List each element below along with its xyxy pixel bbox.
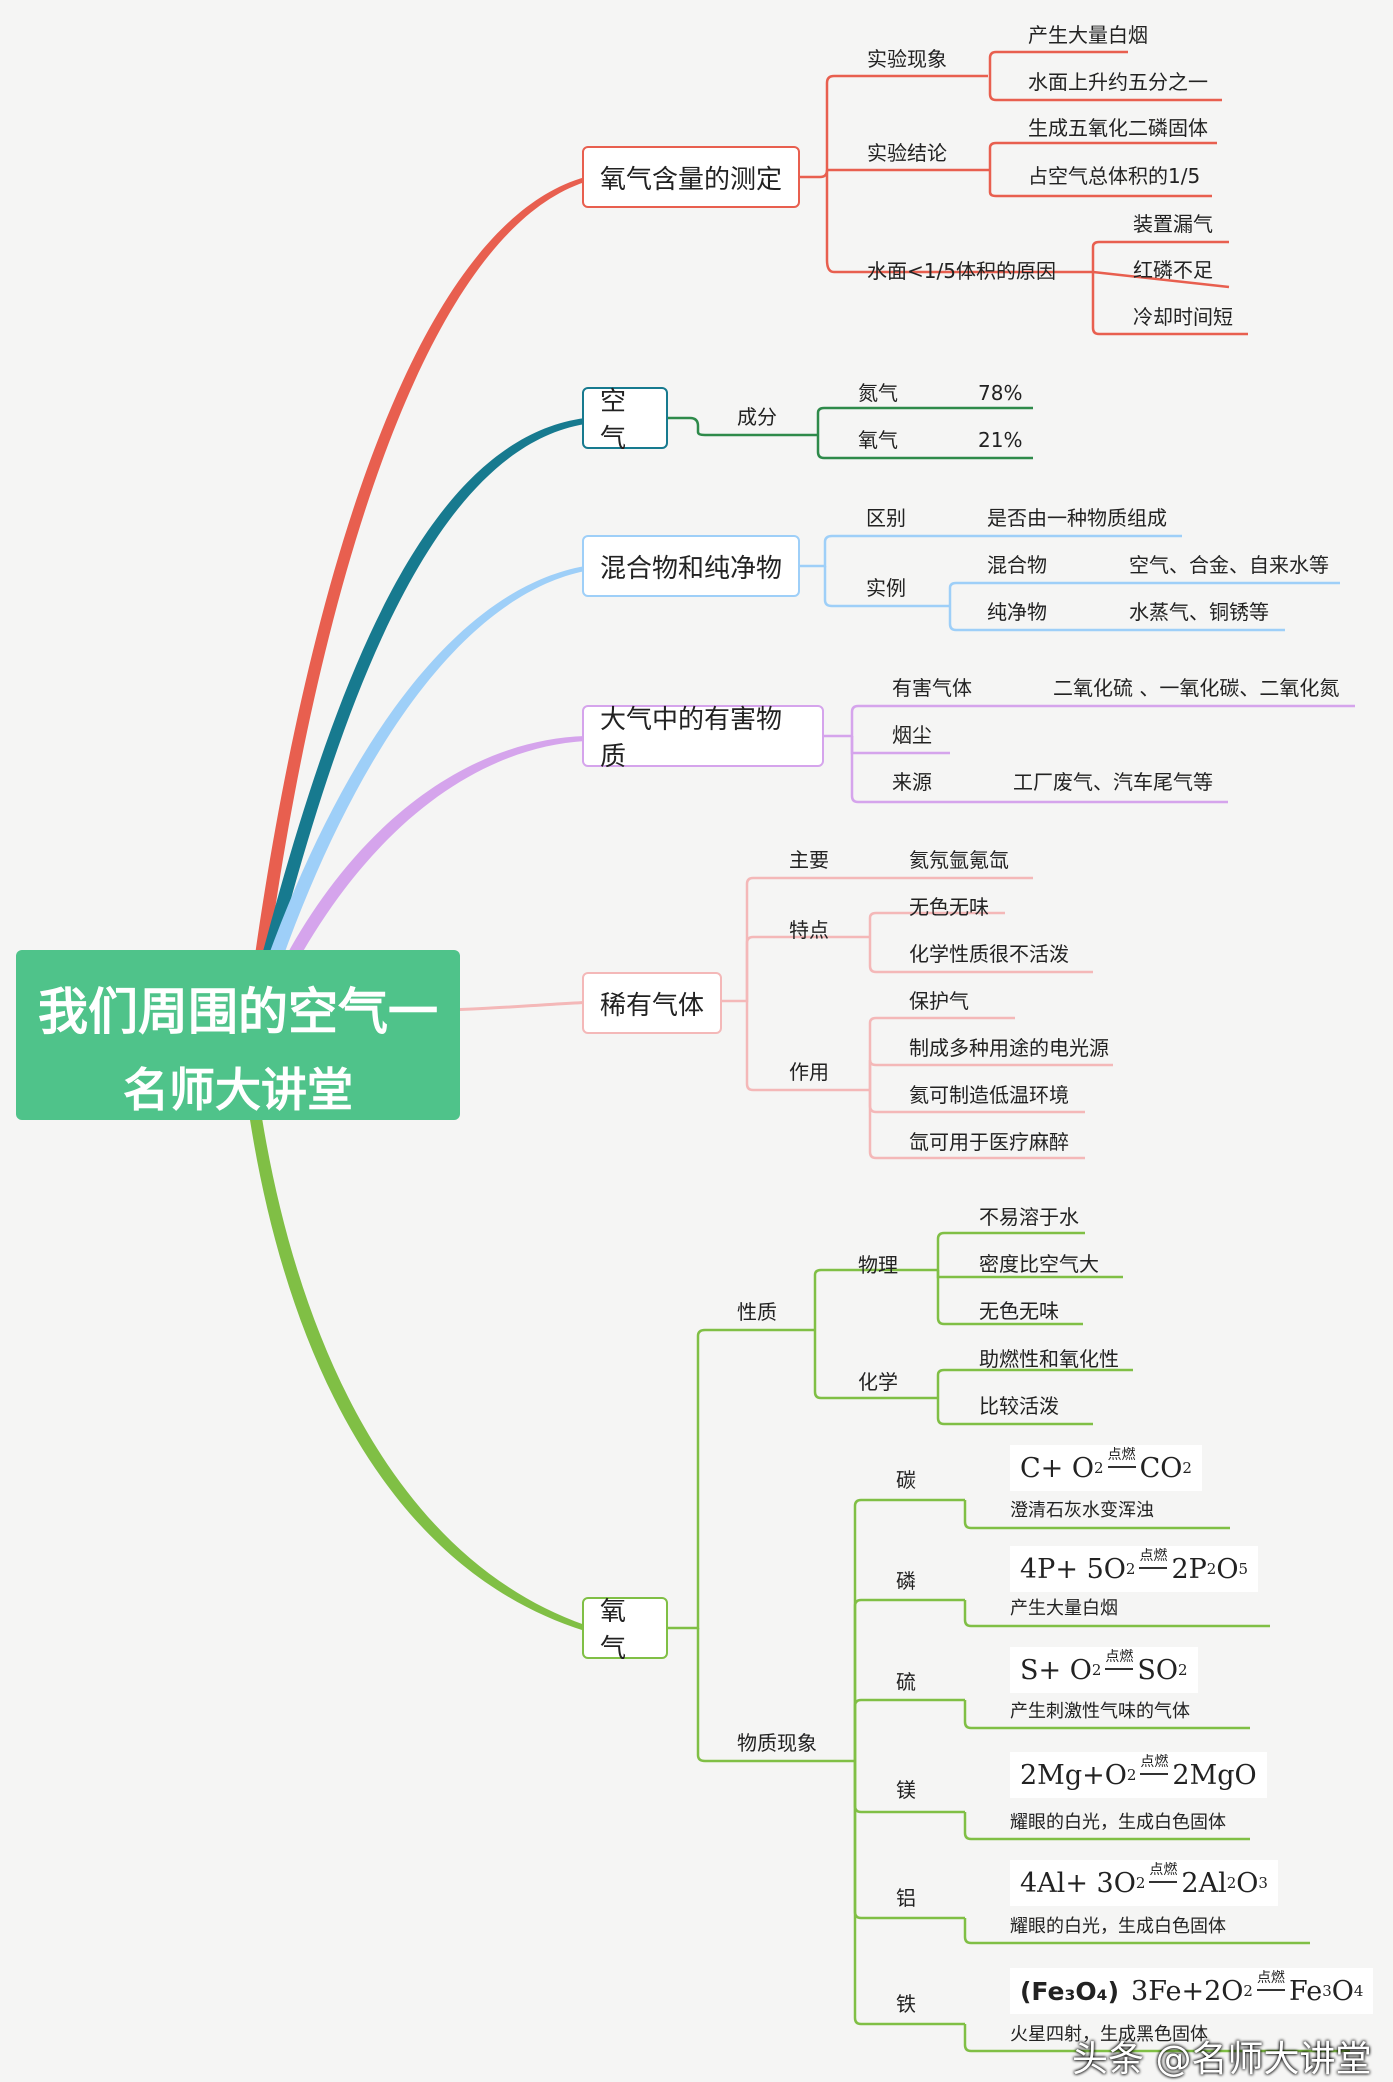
reaction-element-magnesium: 镁	[896, 1778, 916, 1802]
label-examples: 实例	[866, 576, 906, 600]
value-main: 氦氖氩氪氙	[909, 848, 1009, 872]
value-pure: 水蒸气、铜锈等	[1129, 600, 1269, 624]
topic-harmful[interactable]: 大气中的有害物质	[582, 705, 824, 772]
label-main: 主要	[789, 848, 829, 872]
value-difference: 是否由一种物质组成	[987, 506, 1167, 530]
value-mixture: 空气、合金、自来水等	[1129, 553, 1329, 577]
item-physical-1: 不易溶于水	[979, 1205, 1079, 1229]
topic-rare-gas-label: 稀有气体	[600, 990, 705, 1021]
note-magnesium: 耀眼的白光，生成白色固体	[1010, 1812, 1226, 1833]
branch-oxygen	[250, 1118, 585, 1631]
item-phenomena-2: 水面上升约五分之一	[1028, 70, 1208, 94]
root-topic[interactable]: 我们周围的空气一 名师大讲堂	[16, 950, 460, 1120]
branch-mixture	[268, 566, 585, 960]
note-sulfur: 产生刺激性气味的气体	[1010, 1701, 1190, 1722]
label-phenomena: 实验现象	[867, 47, 947, 71]
item-nitrogen-name: 氮气	[858, 381, 898, 405]
watermark: 头条 @名师大讲堂	[1072, 2039, 1372, 2080]
label-physical: 物理	[858, 1253, 898, 1277]
reaction-element-aluminum: 铝	[896, 1886, 916, 1910]
note-iron: 火星四射，生成黑色固体	[1010, 2024, 1208, 2045]
label-reasons: 水面<1/5体积的原因	[867, 259, 1056, 283]
topic-rare-gas[interactable]: 稀有气体	[582, 972, 722, 1034]
topic-oxygen-measure-label: 氧气含量的测定	[600, 164, 783, 195]
item-chemical-1: 助燃性和氧化性	[979, 1347, 1119, 1371]
branch-rare-gas	[460, 1001, 585, 1011]
label-chemical: 化学	[858, 1370, 898, 1394]
topic-mixture[interactable]: 混合物和纯净物	[582, 535, 800, 597]
item-oxygen-name: 氧气	[858, 428, 898, 452]
condition-label: 点燃	[1107, 1444, 1136, 1468]
item-use-1: 保护气	[909, 989, 969, 1013]
item-phenomena-1: 产生大量白烟	[1028, 23, 1148, 47]
item-reason-3: 冷却时间短	[1133, 305, 1233, 329]
reaction-element-iron: 铁	[896, 1992, 916, 2016]
item-nitrogen-value: 78%	[978, 381, 1023, 405]
label-properties: 性质	[737, 1300, 777, 1324]
label-source: 来源	[892, 770, 932, 794]
label-harmful-gas: 有害气体	[892, 676, 972, 700]
topic-mixture-label: 混合物和纯净物	[600, 553, 783, 584]
note-phosphorus: 产生大量白烟	[1010, 1598, 1118, 1619]
reaction-element-carbon: 碳	[896, 1468, 916, 1492]
value-harmful-gas: 二氧化硫 、一氧化碳、二氧化氮	[1053, 676, 1340, 700]
note-carbon: 澄清石灰水变浑浊	[1010, 1500, 1154, 1521]
label-dust: 烟尘	[892, 723, 932, 747]
label-phenomena-oxygen: 物质现象	[737, 1731, 817, 1755]
item-conclusion-2: 占空气总体积的1/5	[1028, 164, 1201, 188]
reaction-element-sulfur: 硫	[896, 1670, 916, 1694]
label-mixture: 混合物	[987, 553, 1047, 577]
item-use-4: 氙可用于医疗麻醉	[909, 1130, 1069, 1154]
note-aluminum: 耀眼的白光，生成白色固体	[1010, 1916, 1226, 1937]
item-feature-1: 无色无味	[909, 895, 989, 919]
label-conclusion: 实验结论	[867, 141, 947, 165]
reaction-element-phosphorus: 磷	[896, 1569, 916, 1593]
topic-air[interactable]: 空气	[582, 387, 668, 454]
item-physical-3: 无色无味	[979, 1299, 1059, 1323]
label-pure: 纯净物	[987, 600, 1047, 624]
root-title-line2: 名师大讲堂	[123, 1063, 353, 1117]
label-composition: 成分	[737, 405, 777, 429]
item-reason-1: 装置漏气	[1133, 212, 1213, 236]
label-uses: 作用	[789, 1060, 829, 1084]
item-oxygen-value: 21%	[978, 428, 1023, 452]
topic-oxygen-measure[interactable]: 氧气含量的测定	[582, 146, 800, 208]
root-title-line1: 我们周围的空气一	[38, 982, 438, 1041]
item-conclusion-1: 生成五氧化二磷固体	[1028, 116, 1208, 140]
topic-oxygen-label: 氧气	[600, 1597, 627, 1664]
item-feature-2: 化学性质很不活泼	[909, 942, 1069, 966]
label-difference: 区别	[866, 506, 906, 530]
item-use-3: 氦可制造低温环境	[909, 1083, 1069, 1107]
topic-air-label: 空气	[600, 387, 627, 454]
label-features: 特点	[789, 918, 829, 942]
item-physical-2: 密度比空气大	[979, 1252, 1099, 1276]
topic-harmful-label: 大气中的有害物质	[600, 705, 783, 772]
item-reason-2: 红磷不足	[1133, 258, 1213, 282]
item-use-2: 制成多种用途的电光源	[909, 1036, 1109, 1060]
iron-product-formula: (Fe₃O₄)	[1020, 1976, 1120, 2006]
topic-oxygen[interactable]: 氧气	[582, 1597, 668, 1664]
item-chemical-2: 比较活泼	[979, 1394, 1059, 1418]
value-source: 工厂废气、汽车尾气等	[1013, 770, 1213, 794]
